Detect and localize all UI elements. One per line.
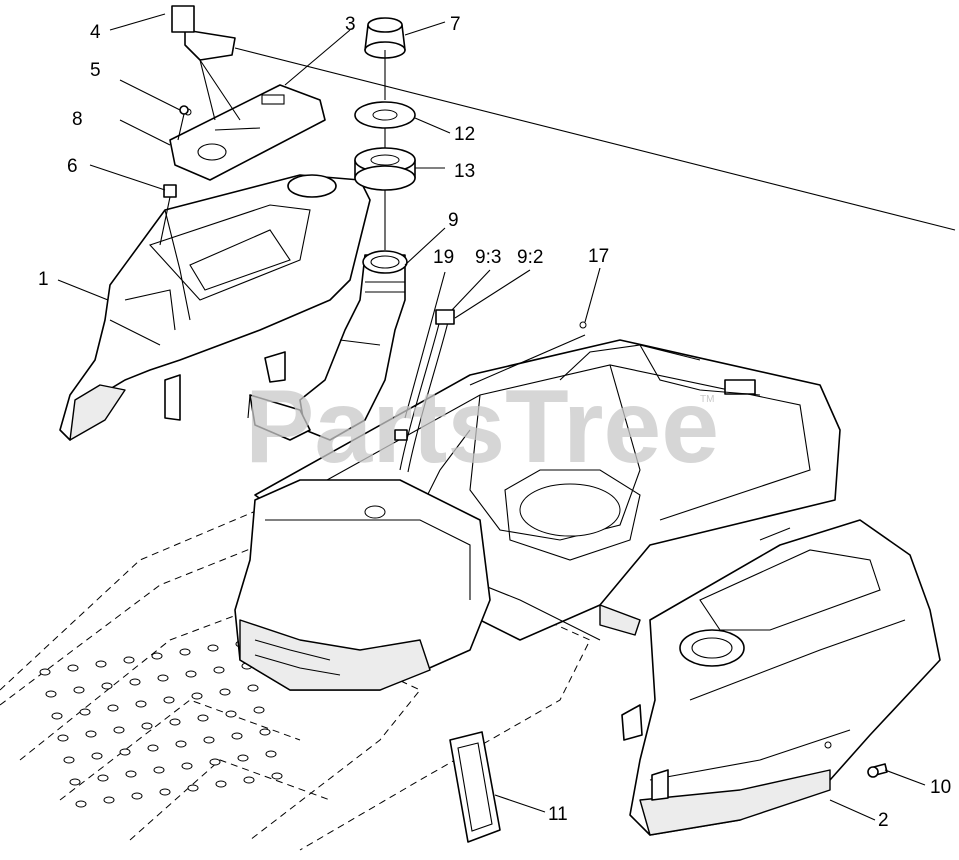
callout-7: 7 [450,14,461,35]
callout-3: 3 [345,14,356,35]
callout-19: 19 [433,247,454,268]
callout-1: 1 [38,269,49,290]
callout-10: 10 [930,777,951,798]
floor-hole [231,732,243,740]
floor-hole [237,754,249,762]
fuel-tank [234,479,491,691]
floor-pan [0,504,591,851]
floor-hole [63,756,75,764]
floor-hole [163,696,175,704]
floor-hole [151,652,163,660]
floor-hole [75,800,87,808]
floor-hole [157,674,169,682]
floor-hole [219,688,231,696]
floor-hole [95,660,107,668]
floor-hole [197,714,209,722]
floor-hole [169,718,181,726]
floor-hole [181,762,193,770]
floor-hole [119,748,131,756]
floor-hole [259,728,271,736]
floor-hole [91,752,103,760]
floor-hole [97,774,109,782]
floor-hole [101,682,113,690]
floor-hole [73,686,85,694]
filler-neck [299,250,408,441]
floor-hole [39,668,51,676]
floor-hole [179,648,191,656]
dash-panel [169,84,326,181]
floor-hole [213,666,225,674]
floor-hole [129,678,141,686]
callout-13: 13 [454,161,475,182]
floor-hole [57,734,69,742]
callout-9-2: 9:2 [517,247,543,268]
floor-hole [187,784,199,792]
floor-hole [243,776,255,784]
floor-hole [185,670,197,678]
floor-hole [69,778,81,786]
floor-pan-holes [39,640,283,808]
floor-hole [209,758,221,766]
floor-hole [125,770,137,778]
callout-8: 8 [72,109,83,130]
fasteners [159,105,189,246]
callout-6: 6 [67,156,78,177]
floor-hole [247,684,259,692]
callout-17: 17 [588,246,609,267]
callout-9-3: 9:3 [475,247,501,268]
filler-grommet [354,147,416,191]
floor-hole [207,644,219,652]
floor-hole [103,796,115,804]
right-fender-shroud [621,519,941,836]
throttle-control [171,5,956,231]
watermark-trademark: TM [700,394,714,405]
callout-2: 2 [878,810,889,831]
callout-5: 5 [90,60,101,81]
floor-hole [51,712,63,720]
floor-hole [107,704,119,712]
rod [469,321,587,386]
fuel-hose [394,309,455,473]
floor-hole [159,788,171,796]
floor-hole [141,722,153,730]
floor-hole [45,690,57,698]
callout-11: 11 [548,804,568,825]
mounting-bracket [247,394,311,441]
floor-hole [79,708,91,716]
gasket [449,731,501,843]
floor-hole [191,692,203,700]
floor-hole [147,744,159,752]
floor-hole [135,700,147,708]
leader-lines [57,13,926,821]
watermark: PartsTree TM [245,369,719,485]
watermark-text: PartsTree [245,369,719,485]
screw [867,763,888,778]
floor-hole [203,736,215,744]
floor-hole [85,730,97,738]
left-fender-shroud [59,174,371,441]
floor-hole [153,766,165,774]
floor-hole [253,706,265,714]
callout-9: 9 [448,210,459,231]
floor-hole [123,656,135,664]
callout-4: 4 [90,22,101,43]
floor-hole [67,664,79,672]
floor-hole [113,726,125,734]
floor-hole [215,780,227,788]
floor-hole [271,772,283,780]
callout-12: 12 [454,124,475,145]
floor-hole [175,740,187,748]
callout-labels: 4 5 8 6 1 3 7 12 13 9 19 9:3 9:2 17 10 1… [38,14,951,831]
cap-seal-washer [354,101,416,129]
floor-hole [131,792,143,800]
floor-hole [265,750,277,758]
floor-hole [225,710,237,718]
